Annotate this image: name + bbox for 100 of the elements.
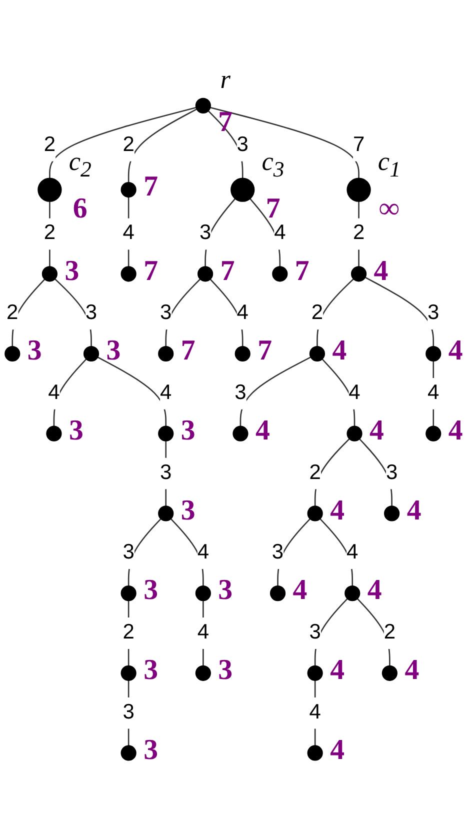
node-label: 7 [258, 333, 272, 366]
node-circle [195, 586, 211, 602]
edge-label: 2 [309, 462, 321, 484]
node-circle [120, 266, 136, 282]
connector [240, 356, 312, 426]
node-label: 4 [374, 254, 388, 286]
node-label: 4 [255, 413, 270, 446]
node-circle [120, 586, 136, 602]
edge-label: 3 [122, 701, 134, 724]
edge-label: 3 [85, 302, 98, 324]
node-label: 7 [144, 169, 158, 202]
node-label: 4 [367, 572, 382, 606]
node-circle [120, 665, 136, 681]
node-circle [83, 346, 100, 362]
node-label: 4 [448, 413, 463, 446]
node-label: 4 [332, 333, 347, 366]
node-label: 7 [220, 254, 235, 286]
edge-label: 4 [274, 222, 286, 244]
edge-label: 4 [309, 701, 321, 724]
node-circle [350, 266, 367, 282]
edge-label: 2 [311, 302, 324, 324]
edge-label: 2 [122, 621, 134, 644]
node-circle [158, 426, 174, 442]
node-circle [382, 665, 398, 681]
node-circle [158, 506, 174, 522]
node-circle [384, 506, 400, 522]
edge-label: 2 [384, 621, 396, 644]
node-circle [426, 426, 442, 442]
edge-label: 2 [44, 134, 56, 156]
node-label: 6 [72, 191, 88, 224]
node-circle [195, 98, 211, 114]
node-label: 3 [106, 333, 121, 366]
connector [49, 106, 196, 178]
node-circle [234, 346, 250, 362]
edge-label: 2 [122, 134, 134, 156]
node-label: c$_{1}$ [378, 148, 400, 182]
node-label: c$_{3}$ [262, 148, 284, 182]
connector [97, 356, 167, 426]
node-label: 3 [218, 572, 233, 606]
node-label: 3 [180, 493, 196, 526]
node-circle [158, 346, 174, 362]
node-label: 7 [218, 105, 233, 138]
node-circle [309, 346, 326, 362]
node-circle [344, 586, 360, 602]
edge-label: 2 [352, 222, 365, 244]
edge-label: 3 [234, 382, 246, 404]
node-label: 3 [144, 732, 158, 766]
node-circle [307, 745, 323, 761]
node-circle [232, 426, 248, 442]
edge-label: 3 [199, 222, 212, 244]
node-circle [307, 506, 323, 522]
connector [364, 276, 434, 347]
edge-label: 2 [6, 302, 18, 324]
edge-label: 3 [272, 542, 284, 564]
node-label: 4 [330, 493, 345, 526]
edge-label: 3 [309, 621, 321, 644]
edge-label: 4 [122, 222, 134, 244]
node-label: 7 [144, 254, 158, 286]
node-label: 3 [144, 652, 158, 686]
node-label: 3 [68, 413, 84, 446]
node-circle [46, 426, 62, 442]
node-circle [270, 586, 286, 602]
node-label: ∞ [378, 191, 400, 224]
node-label: 4 [330, 652, 345, 686]
node-circle [4, 346, 20, 362]
node-circle [346, 426, 362, 442]
edge-label: 3 [160, 462, 172, 484]
node-label: 3 [218, 652, 233, 686]
node-label: 7 [266, 191, 280, 224]
node-label: 4 [404, 652, 420, 686]
node-circle [230, 178, 255, 202]
edge-label: 4 [346, 542, 358, 564]
edge-label: 7 [352, 134, 365, 156]
edge-label: 2 [44, 222, 56, 244]
node-circle [272, 266, 288, 282]
edge-label: 4 [428, 382, 440, 404]
connector [128, 108, 198, 183]
edge-label: 4 [197, 621, 210, 644]
edge-label: 3 [122, 542, 134, 564]
node-label: 4 [292, 572, 308, 606]
node-circle [198, 266, 214, 282]
edge-label: 4 [236, 302, 248, 324]
edge-label: 4 [197, 542, 210, 564]
node-circle [38, 178, 62, 202]
node-label: 4 [406, 493, 422, 526]
edge-label: 4 [348, 382, 360, 404]
node-label: c$_{2}$ [68, 148, 92, 182]
edge-label: 3 [236, 134, 248, 156]
node-label: 3 [180, 413, 196, 446]
node-label: 3 [27, 333, 42, 366]
node-circle [426, 346, 442, 362]
edge-label: 3 [160, 302, 172, 324]
edge-label: 3 [386, 462, 398, 484]
node-label: 4 [330, 732, 345, 766]
connector [210, 106, 360, 178]
node-label: 4 [448, 333, 463, 366]
edge-label: 3 [428, 302, 440, 324]
node-label: r [220, 66, 230, 95]
edge-label: 4 [48, 382, 60, 404]
node-label: 7 [180, 333, 196, 366]
